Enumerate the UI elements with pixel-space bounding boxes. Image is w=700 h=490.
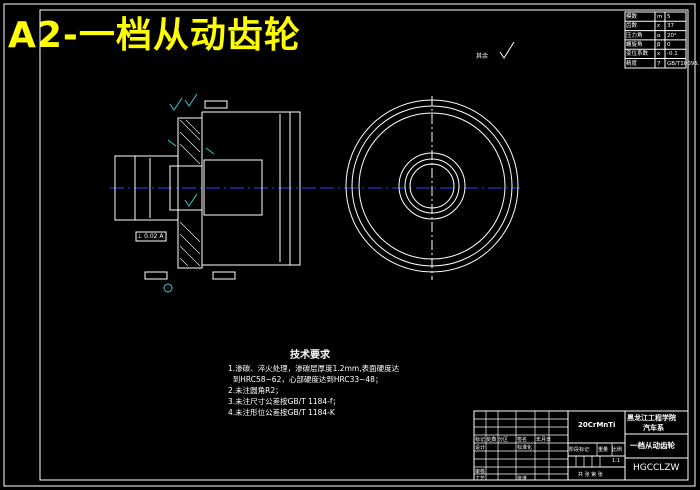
param-name: 精度 — [626, 60, 638, 67]
gear-param-row: 压力角 α 20° — [626, 32, 686, 40]
technical-requirements: 技术要求 1.渗碳、淬火处理，渗碳层厚度1.2mm,表面硬度达 到HRC58~6… — [228, 350, 399, 418]
param-symbol: α — [657, 32, 661, 39]
title-block — [473, 410, 689, 481]
label-scale: 比例 — [612, 447, 623, 453]
param-symbol: m — [657, 14, 663, 20]
tech-item: 3.未注尺寸公差按GB/T 1184-f； — [228, 397, 341, 406]
label-process: 工艺 — [475, 476, 486, 482]
section-view — [110, 93, 320, 293]
param-value: 37 — [667, 23, 674, 30]
roughness-icon — [499, 41, 515, 59]
label-stage: 标记 处数 分区 — [475, 437, 509, 443]
part-name: 一档从动齿轮 — [630, 441, 675, 450]
param-symbol: x — [657, 51, 661, 58]
outer-frame — [3, 3, 696, 487]
front-view — [320, 96, 520, 280]
tech-heading: 技术要求 — [290, 350, 330, 361]
label-sheets: 共 张 第 张 — [578, 472, 603, 478]
param-name: 变位系数 — [626, 51, 649, 58]
tolerance-frame-text: ⊥ 0.02 A — [137, 233, 164, 240]
inner-frame — [39, 9, 689, 481]
param-value: -0.1 — [667, 51, 678, 58]
drawing-number: HGCCLZW — [633, 463, 680, 473]
gear-param-row: 齿数 z 37 — [626, 22, 686, 30]
param-symbol: 7 — [657, 60, 661, 67]
param-symbol: z — [657, 23, 660, 30]
param-value: 0 — [667, 41, 671, 48]
label-date: 年月日 — [536, 437, 552, 443]
param-name: 螺旋角 — [626, 41, 643, 48]
param-value: 5 — [667, 14, 671, 20]
department: 汽车系 — [643, 424, 664, 432]
label-weight: 重量 — [598, 447, 609, 453]
gear-param-table — [624, 11, 687, 69]
param-value: 20° — [667, 32, 677, 39]
tech-item: 到HRC58~62，心部硬度达到HRC33~48； — [228, 375, 383, 384]
gear-param-row: 精度 7 GB/T10095.1 — [626, 60, 700, 68]
drawing-title: A2-一档从动齿轮 — [8, 15, 301, 56]
tech-item: 4.未注形位公差按GB/T 1184-K — [228, 408, 335, 417]
material: 20CrMnTi — [578, 421, 616, 429]
tech-item: 1.渗碳、淬火处理，渗碳层厚度1.2mm,表面硬度达 — [228, 364, 400, 373]
scale-value: 1:1 — [612, 458, 621, 464]
gear-param-row: 变位系数 x -0.1 — [626, 50, 686, 58]
param-value: GB/T10095.1 — [667, 60, 700, 67]
label-standard: 标准化 — [517, 445, 533, 451]
label-approve: 批准 — [517, 476, 528, 482]
param-name: 压力角 — [626, 32, 643, 39]
param-name: 模数 — [626, 14, 638, 20]
label-design: 设计 — [475, 445, 486, 451]
label-sign: 签名 — [517, 437, 528, 443]
param-symbol: β — [657, 41, 661, 48]
param-name: 齿数 — [626, 23, 638, 30]
label-stage-mark: 阶段标记 — [569, 447, 590, 453]
school-name: 黑龙江工程学院 — [627, 414, 676, 422]
label-check: 审核 — [475, 469, 486, 475]
surface-note: 其余 — [476, 52, 488, 60]
tech-item: 2.未注圆角R2； — [228, 386, 283, 395]
